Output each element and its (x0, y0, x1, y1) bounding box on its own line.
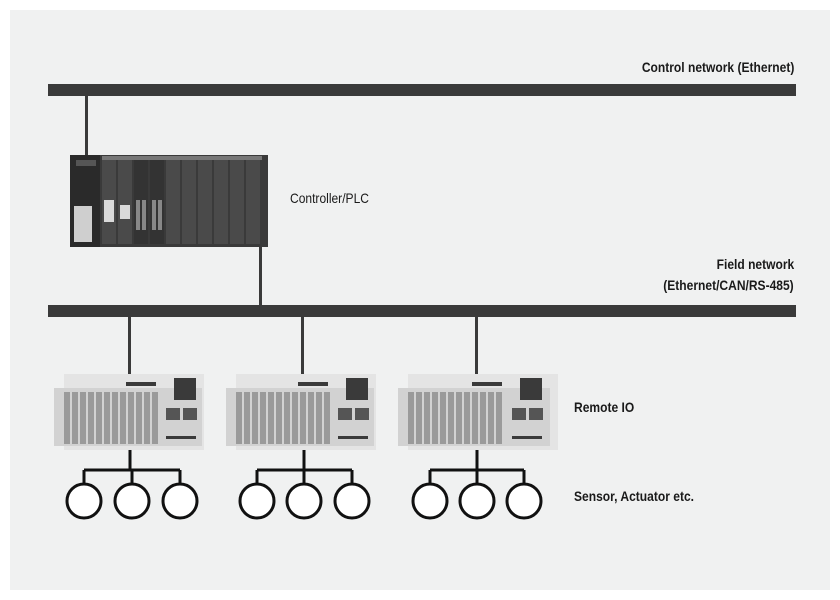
sensor-group-2 (238, 450, 371, 520)
sensor-circle (505, 482, 543, 520)
sensor-circle (161, 482, 199, 520)
sensor-circle (333, 482, 371, 520)
remote-io-3-link (475, 317, 478, 375)
sensor-circle (411, 482, 449, 520)
plc-field-link (259, 247, 262, 305)
sensor-circle (458, 482, 496, 520)
remote-io-label: Remote IO (574, 399, 635, 415)
field-network-bus (48, 305, 796, 317)
remote-io-module-2 (226, 374, 376, 450)
sensor-group-1 (65, 450, 199, 520)
plc-control-link (85, 96, 88, 158)
field-network-label-line2: (Ethernet/CAN/RS-485) (663, 277, 794, 293)
sensor-circle (65, 482, 103, 520)
remote-io-1-link (128, 317, 131, 375)
control-network-bus (48, 84, 796, 96)
controller-plc-unit (70, 155, 268, 247)
remote-io-2-link (301, 317, 304, 375)
controller-label: Controller/PLC (290, 190, 369, 206)
sensor-group-3 (411, 450, 543, 520)
sensor-circle (285, 482, 323, 520)
sensor-circle (113, 482, 151, 520)
remote-io-module-1 (54, 374, 204, 450)
remote-io-module-3 (398, 374, 558, 450)
sensor-circle (238, 482, 276, 520)
sensor-actuator-label: Sensor, Actuator etc. (574, 488, 694, 504)
field-network-label-line1: Field network (716, 256, 794, 272)
control-network-label: Control network (Ethernet) (641, 59, 794, 75)
